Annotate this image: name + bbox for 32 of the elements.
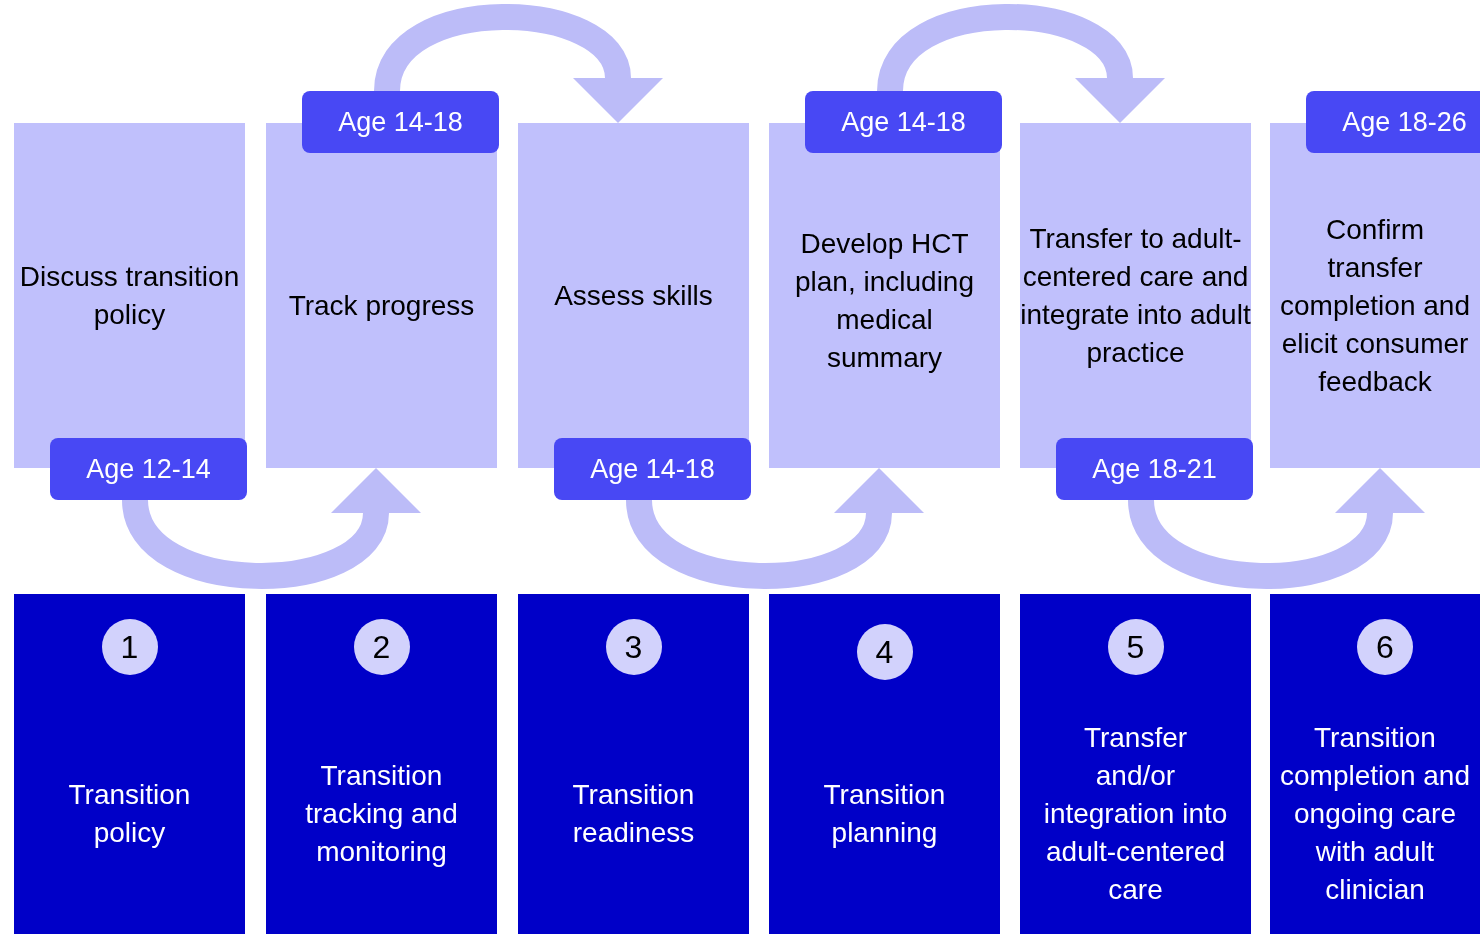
step-text: Track progress: [288, 288, 475, 323]
element-text: Transition planning: [822, 778, 947, 850]
element-box: [1020, 594, 1251, 934]
element-text: Transition policy: [67, 778, 192, 850]
element-box: [266, 594, 497, 934]
step-text: Develop HCT plan, including medical summary: [794, 226, 975, 375]
number-circle: 1: [101, 619, 158, 675]
step-text: Transfer to adult-centered care and integrate into adult practice: [1020, 221, 1251, 370]
step-text: Assess skills: [554, 278, 713, 313]
element-box: [769, 594, 1000, 934]
number-circle: 5: [1107, 619, 1164, 675]
curved-arrow: [877, 4, 1164, 122]
curved-arrow: [374, 4, 662, 122]
element-box: [14, 594, 245, 934]
number-circle: 3: [605, 619, 662, 675]
number-circle: 6: [1357, 619, 1413, 675]
element-text: Transition tracking and monitoring: [304, 759, 459, 869]
number-circle: 4: [856, 624, 913, 680]
age-badge: Age 14-18: [302, 91, 499, 153]
age-badge: Age 14-18: [805, 91, 1002, 153]
element-box: [1270, 594, 1480, 934]
step-text: Discuss transition policy: [18, 259, 241, 332]
step-text: Confirm transfer completion and elicit consumer feedback: [1280, 212, 1470, 399]
number-circle: 2: [353, 619, 410, 675]
age-badge: Age 18-26: [1306, 91, 1480, 153]
element-text: Transition completion and ongoing care with adult clinician: [1279, 721, 1471, 907]
element-box: [518, 594, 749, 934]
element-text: Transition readiness: [571, 778, 696, 850]
element-text: Transfer and/or integration into adult-centered care: [1042, 721, 1229, 907]
age-badge: Age 18-21: [1056, 438, 1253, 500]
age-badge: Age 12-14: [50, 438, 247, 500]
age-badge: Age 14-18: [554, 438, 751, 500]
